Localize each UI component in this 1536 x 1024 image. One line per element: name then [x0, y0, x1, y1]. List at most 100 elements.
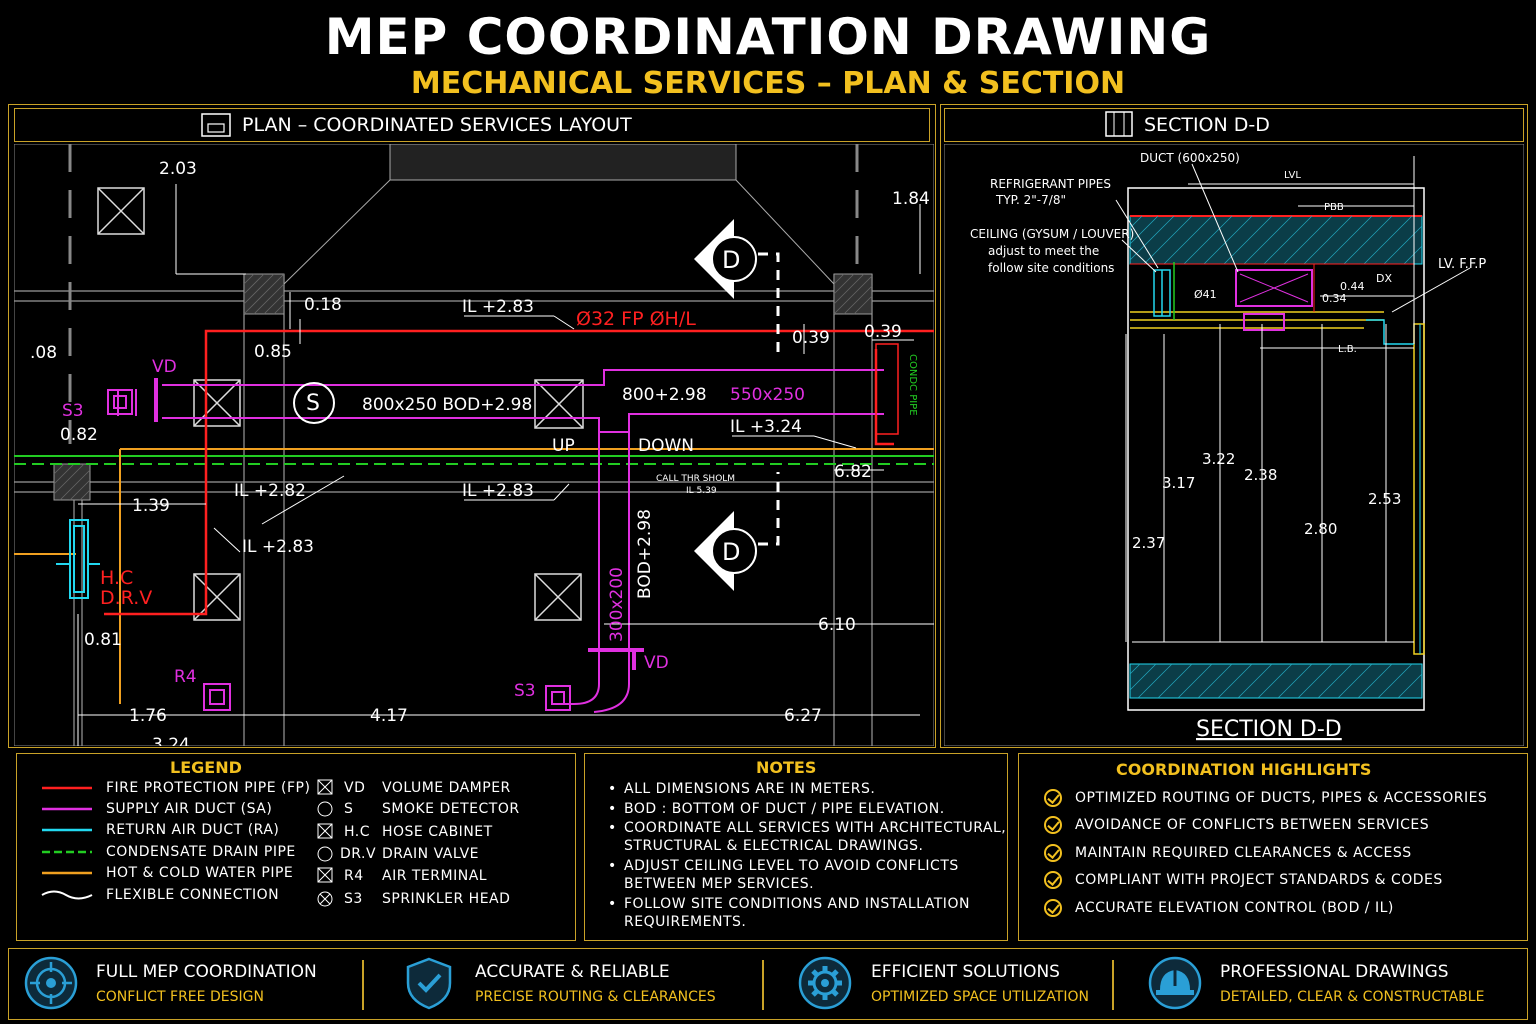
note-text: BOD : BOTTOM OF DUCT / PIPE ELEVATION. [624, 801, 945, 817]
hard-hat-icon [1148, 956, 1202, 1010]
dim-label: 1.84 [892, 189, 930, 209]
main-title: MEP COORDINATION DRAWING [324, 8, 1212, 66]
s3-label: S3 [514, 681, 536, 701]
dim-label: 0.82 [60, 425, 98, 445]
footer-divider [762, 960, 764, 1010]
section-label: 0.34 [1322, 292, 1347, 305]
d-marker-label: D [722, 246, 740, 274]
section-label: adjust to meet the [988, 244, 1099, 258]
highlights-frame [1018, 753, 1528, 941]
legend-frame [16, 753, 576, 941]
dim-label: 1.39 [132, 496, 170, 516]
up-label: UP [552, 436, 575, 456]
feature-subtitle: CONFLICT FREE DESIGN [96, 989, 264, 1005]
section-frame [940, 104, 1528, 748]
legend-symbol-code: S3 [344, 891, 363, 907]
legend-symbol-code: R4 [344, 868, 364, 884]
check-icon [1044, 789, 1062, 807]
legend-line-label: FLEXIBLE CONNECTION [106, 887, 280, 903]
note-text: REQUIREMENTS. [624, 914, 747, 930]
check-icon [1044, 899, 1062, 917]
section-label: DX [1376, 272, 1392, 285]
legend-symbol-code: DR.V [340, 846, 377, 862]
notes-title: NOTES [756, 758, 817, 777]
feature-title: ACCURATE & RELIABLE [475, 962, 670, 982]
section-label: DUCT (600x250) [1140, 151, 1240, 165]
footer-frame [8, 948, 1528, 1020]
note-bullet: • [608, 801, 617, 817]
duct-label: 300x200 [607, 567, 627, 642]
shaft-label: CALL THR SHOLM [656, 474, 735, 484]
highlights-title: COORDINATION HIGHLIGHTS [1116, 760, 1372, 779]
section-label: REFRIGERANT PIPES [990, 177, 1111, 191]
vd-label: VD [644, 653, 669, 673]
dim-label: 0.39 [864, 322, 902, 342]
plan-heading: PLAN – COORDINATED SERVICES LAYOUT [242, 114, 632, 136]
note-text: BETWEEN MEP SERVICES. [624, 876, 815, 892]
dim-label: 4.17 [370, 706, 408, 726]
legend-lines [41, 786, 93, 900]
fp-pipe-label: Ø32 FP ØH/L [576, 308, 696, 330]
dim-label: 0.85 [254, 342, 292, 362]
il-label: IL +2.83 [462, 297, 534, 317]
feature-subtitle: PRECISE ROUTING & CLEARANCES [475, 989, 716, 1005]
duct-label: 800x250 BOD+2.98 [362, 395, 532, 415]
plan-head-frame [14, 108, 930, 142]
section-label: follow site conditions [988, 261, 1114, 275]
legend-symbol-label: SMOKE DETECTOR [382, 801, 520, 817]
highlight-item: ACCURATE ELEVATION CONTROL (BOD / IL) [1075, 900, 1394, 916]
legend-symbol-label: VOLUME DAMPER [382, 780, 511, 796]
dim-label: 1.76 [129, 706, 167, 726]
section-label: LVL [1284, 170, 1301, 181]
smoke-label: S [306, 391, 320, 416]
ceiling-grid-marks [97, 187, 584, 621]
section-dim: 2.53 [1368, 490, 1401, 508]
footer-divider [362, 960, 364, 1010]
notes-frame [584, 753, 1008, 941]
highlight-item: AVOIDANCE OF CONFLICTS BETWEEN SERVICES [1075, 817, 1430, 833]
dim-label: 0.81 [84, 630, 122, 650]
dim-label: 2.03 [159, 159, 197, 179]
highlight-item: COMPLIANT WITH PROJECT STANDARDS & CODES [1075, 872, 1443, 888]
dim-label: 0.18 [304, 295, 342, 315]
r4-label: R4 [174, 667, 197, 687]
highlight-item: OPTIMIZED ROUTING OF DUCTS, PIPES & ACCE… [1075, 790, 1488, 806]
section-label: PBB [1324, 202, 1344, 213]
note-text: ADJUST CEILING LEVEL TO AVOID CONFLICTS [624, 858, 959, 874]
note-bullet: • [608, 858, 617, 874]
legend-line-label: SUPPLY AIR DUCT (SA) [106, 801, 273, 817]
dim-label: 6.27 [784, 706, 822, 726]
duct-label: BOD+2.98 [635, 509, 655, 599]
note-text: COORDINATE ALL SERVICES WITH ARCHITECTUR… [624, 820, 1007, 836]
condensate-label: CONDC PIPE [907, 354, 918, 416]
s3-label: S3 [62, 401, 84, 421]
feature-title: PROFESSIONAL DRAWINGS [1220, 962, 1449, 982]
section-dim: 3.17 [1162, 474, 1195, 492]
section-dim: 2.80 [1304, 520, 1337, 538]
duct-label: 800+2.98 [622, 385, 707, 405]
section-dim: 2.38 [1244, 466, 1277, 484]
feature-title: FULL MEP COORDINATION [96, 962, 317, 982]
legend-line-label: HOT & COLD WATER PIPE [106, 865, 294, 881]
legend-symbol-code: H.C [344, 824, 371, 840]
il-label: IL +3.24 [730, 417, 802, 437]
legend-line-label: RETURN AIR DUCT (RA) [106, 822, 280, 838]
feature-subtitle: OPTIMIZED SPACE UTILIZATION [871, 989, 1089, 1005]
plan-drawing: 2.03 1.84 0.18 0.85 .08 0.82 1.39 0.81 1… [14, 144, 934, 746]
section-dim: 3.22 [1202, 450, 1235, 468]
note-bullet: • [608, 820, 617, 836]
section-heading: SECTION D-D [1144, 114, 1270, 136]
dim-label: .08 [30, 343, 57, 363]
grid-lines [14, 274, 934, 746]
plan-frame [8, 104, 936, 748]
shaft-label: IL 5.39 [686, 486, 717, 496]
legend-symbol-label: HOSE CABINET [382, 824, 493, 840]
check-icon [1044, 844, 1062, 862]
section-label: Ø41 [1194, 288, 1217, 301]
legend-symbol-code: S [344, 801, 354, 817]
feature-title: EFFICIENT SOLUTIONS [871, 962, 1060, 982]
dim-label: 6.10 [818, 615, 856, 635]
shield-check-icon [406, 957, 452, 1010]
legend-line-label: FIRE PROTECTION PIPE (FP) [106, 780, 311, 796]
il-label: IL +2.83 [242, 537, 314, 557]
